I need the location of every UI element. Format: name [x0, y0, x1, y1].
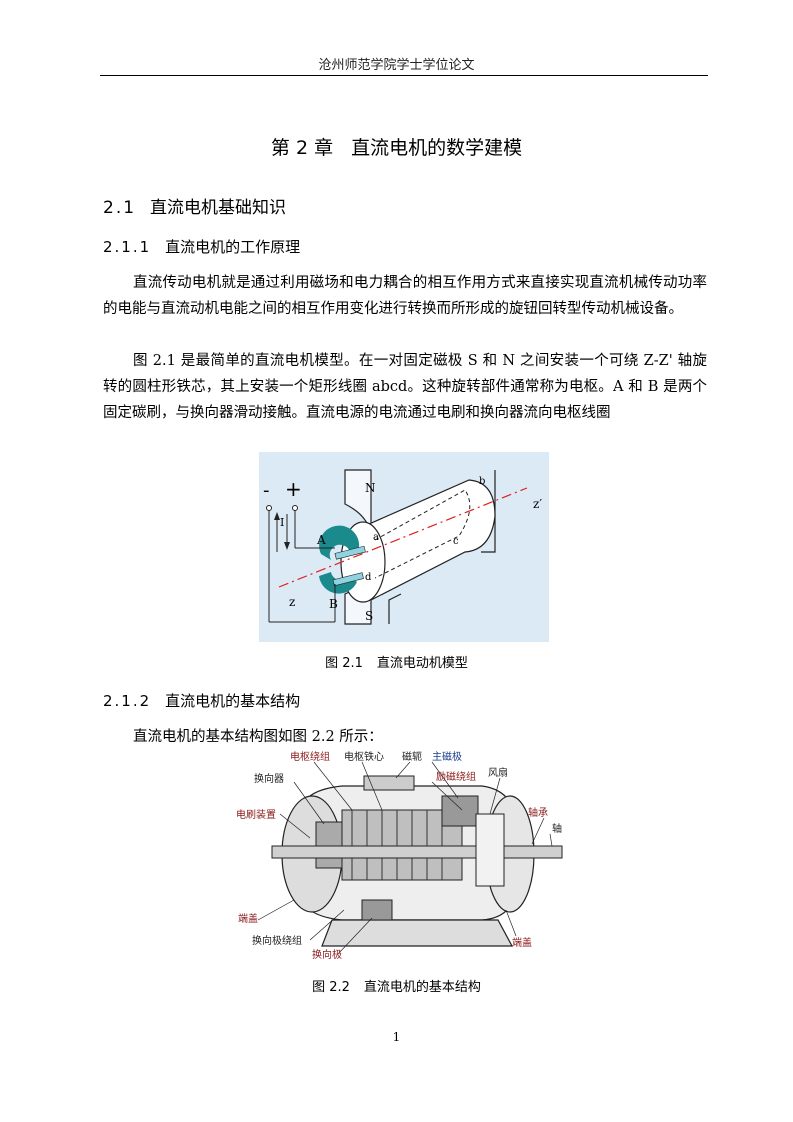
pole-s-right-edge: [388, 593, 402, 624]
commutator-top: [319, 525, 360, 560]
label-plus: +: [285, 477, 302, 501]
label-brush-a: A: [316, 533, 326, 547]
label-bearing: 轴承: [528, 806, 548, 819]
section-title: 直流电机基础知识: [150, 198, 287, 218]
section-title: 直流电机的工作原理: [165, 238, 301, 256]
brush-b-shape: [332, 572, 364, 587]
label-fan: 风扇: [488, 766, 508, 779]
brush-a-shape: [334, 545, 366, 560]
header-rule: [100, 75, 708, 76]
leader-lines: [257, 761, 553, 955]
label-armature-core: 电枢铁心: [344, 750, 384, 763]
label-brush-device: 电刷装置: [236, 808, 276, 821]
label-interpole: 换向极: [312, 948, 342, 961]
rotation-axis: [278, 487, 528, 588]
fan-shape: [475, 813, 505, 887]
label-minus: -: [263, 480, 270, 501]
section-2-1-2-heading: 2.1.2 直流电机的基本结构: [103, 690, 300, 711]
caption-number: 图 2.1: [325, 656, 363, 671]
caption-title: 直流电机的基本结构: [363, 980, 481, 995]
caption-number: 图 2.2: [312, 980, 350, 995]
paragraph-working-principle: 直流传动电机就是通过利用磁场和电力耦合的相互作用方式来直接实现直流机械传动功率的…: [103, 275, 707, 317]
label-field-winding: 励磁绕组: [436, 770, 476, 783]
paragraph-basic-structure: 直流电机的基本结构图如图 2.2 所示：: [133, 729, 383, 745]
shaft-shape: [271, 845, 563, 859]
pole-n-right-edge: [481, 470, 496, 553]
label-armature-winding: 电枢绕组: [290, 750, 330, 763]
label-yoke: 磁轭: [402, 750, 422, 763]
figure-2-1-caption: 图 2.1 直流电动机模型: [0, 652, 793, 671]
chapter-number: 第 2 章: [270, 137, 334, 159]
label-current: I: [280, 516, 284, 529]
label-coil-c: c: [453, 536, 459, 547]
page-number: 1: [392, 1030, 401, 1044]
terminal-box: [363, 775, 415, 791]
dc-motor-model-figure: - + I A B N S a b c d z z′: [259, 452, 549, 642]
label-brush-b: B: [329, 597, 338, 611]
label-coil-a: a: [373, 532, 379, 543]
label-main-pole: 主磁极: [432, 750, 462, 763]
label-commutator: 换向器: [254, 772, 284, 785]
header-title: 沧州师范学院学士学位论文: [318, 58, 475, 73]
terminal-plus: [292, 505, 298, 511]
label-interpole-winding: 换向极绕组: [252, 934, 302, 947]
section-number: 2.1.2: [103, 692, 152, 710]
terminal-minus: [266, 505, 272, 511]
caption-title: 直流电动机模型: [376, 656, 468, 671]
section-number: 2.1: [103, 198, 137, 218]
interpole-shape: [361, 899, 393, 921]
section-2-1-heading: 2.1 直流电机基础知识: [103, 193, 286, 218]
paragraph-motor-model: 图 2.1 是最简单的直流电机模型。在一对固定磁极 S 和 N 之间安装一个可绕…: [103, 353, 707, 421]
label-axis-z: z: [289, 595, 295, 609]
label-end-cover-right: 端盖: [512, 936, 532, 949]
dc-motor-structure-figure: 电枢绕组 电枢铁心 磁轭 主磁极 换向器 励磁绕组 风扇 电刷装置 轴承 轴 端…: [236, 750, 563, 961]
current-arrowhead-up: [274, 512, 280, 520]
label-coil-b: b: [479, 476, 485, 487]
label-pole-n: N: [365, 481, 376, 495]
section-2-1-1-heading: 2.1.1 直流电机的工作原理: [103, 236, 300, 257]
figure-2-2-caption: 图 2.2 直流电机的基本结构: [0, 976, 793, 995]
motor-base: [321, 919, 514, 947]
label-end-cover-left: 端盖: [238, 912, 258, 925]
section-number: 2.1.1: [103, 238, 152, 256]
main-pole-shape: [441, 795, 479, 827]
commutator-shape: [315, 821, 343, 869]
label-coil-d: d: [365, 572, 372, 583]
chapter-title: 直流电机的数学建模: [351, 137, 523, 159]
current-arrowhead-down: [284, 542, 290, 550]
armature-core: [350, 479, 496, 601]
label-axis-z-prime: z′: [533, 497, 542, 511]
chapter-heading: 第 2 章直流电机的数学建模: [0, 133, 793, 160]
section-title: 直流电机的基本结构: [165, 692, 301, 710]
label-pole-s: S: [365, 609, 373, 623]
label-shaft: 轴: [552, 822, 562, 835]
